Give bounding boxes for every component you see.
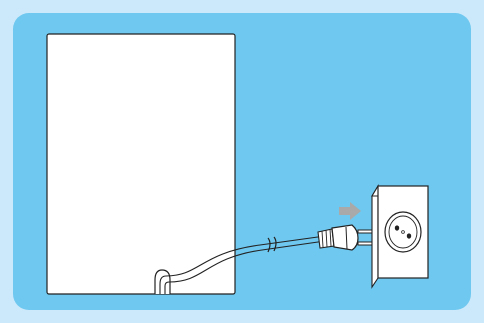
- plug-icon: [318, 225, 374, 250]
- appliance-panel: [47, 34, 235, 294]
- insert-arrow-icon: [339, 202, 361, 220]
- wall-socket-icon: [372, 186, 428, 287]
